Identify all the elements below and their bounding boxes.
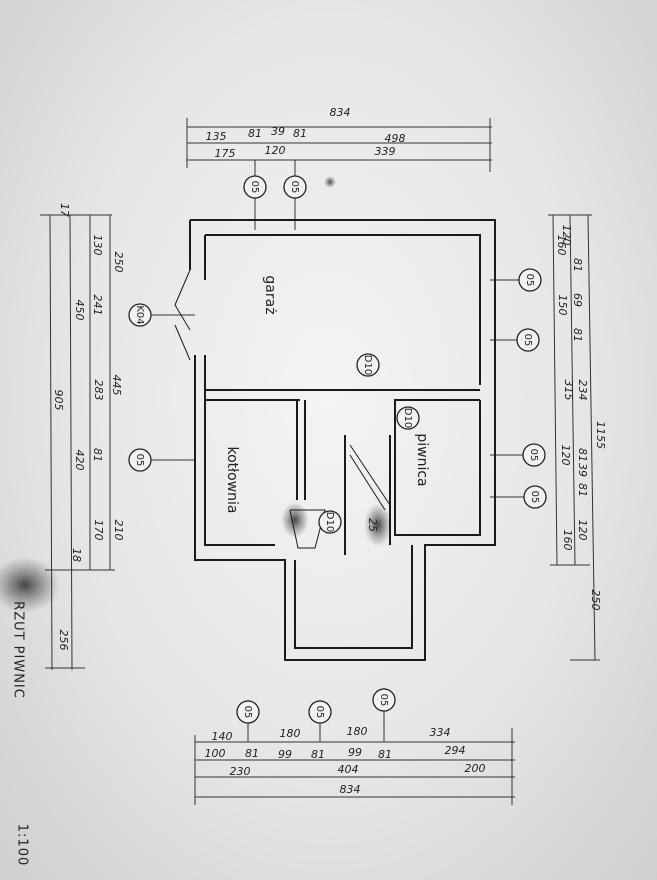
section-marker-label: 05 — [242, 706, 253, 719]
ink-stain — [364, 503, 392, 547]
section-marker-circle — [309, 701, 331, 723]
dimension-right: 120 — [559, 445, 572, 466]
section-marker-label: 05 — [522, 334, 533, 347]
dimension-right: 1155 — [594, 421, 607, 449]
dimension-right: 120 — [576, 520, 589, 541]
dimension-right: 234 — [576, 380, 589, 401]
dimension-right: 69 — [571, 293, 584, 307]
section-marker-label: 05 — [289, 181, 300, 194]
drawing-scale: 1:100 — [15, 824, 30, 866]
section-marker-circle — [524, 486, 546, 508]
dimension-left: 170 — [92, 520, 105, 541]
dimension-right: 315 — [562, 380, 575, 401]
dimension-bottom: 834 — [340, 783, 361, 796]
dimension-top: 120 — [265, 144, 286, 157]
dimension-left: 905 — [52, 390, 65, 411]
dimension-left: 445 — [110, 375, 123, 396]
section-marker-circle — [519, 269, 541, 291]
dimension-bottom: 404 — [338, 763, 359, 776]
dimension-top: 175 — [215, 147, 236, 160]
ink-stain — [0, 557, 60, 613]
section-marker-circle — [373, 689, 395, 711]
dimension-right: 81 — [571, 258, 584, 272]
dimension-bottom: 230 — [230, 765, 251, 778]
dimension-left: 18 — [70, 548, 83, 562]
dimension-bottom: 140 — [212, 730, 233, 743]
dimension-left: 250 — [112, 252, 125, 273]
ink-stain — [281, 502, 309, 538]
section-marker-label: 05 — [249, 181, 260, 194]
section-marker-label: 05 — [378, 694, 389, 707]
section-marker-label: 05 — [528, 449, 539, 462]
ink-stain — [324, 176, 336, 188]
dimension-right: 250 — [589, 590, 602, 611]
dimension-right: 39 — [576, 463, 589, 477]
section-marker-circle — [237, 701, 259, 723]
dimension-top: 498 — [385, 132, 406, 145]
dimension-bottom: 200 — [465, 762, 486, 775]
section-marker-label: D10 — [362, 355, 373, 375]
dimension-top: 81 — [248, 127, 262, 140]
dimension-right: 160 — [555, 235, 568, 256]
dimension-bottom: 334 — [430, 726, 451, 739]
dimension-bottom: 100 — [205, 747, 226, 760]
dimension-left: 81 — [91, 448, 104, 462]
dimension-top: 135 — [206, 130, 227, 143]
section-marker-circle — [523, 444, 545, 466]
section-marker-circle — [357, 354, 379, 376]
dimension-bottom: 294 — [445, 744, 466, 757]
dimension-bottom: 99 — [348, 746, 362, 759]
section-marker-circle — [244, 176, 266, 198]
section-marker-circle — [397, 407, 419, 429]
section-marker-label: D10 — [402, 408, 413, 428]
walls — [175, 220, 495, 660]
dimension-left: 256 — [57, 630, 70, 651]
room-label-cellar: piwnica — [414, 433, 430, 486]
dimension-bottom: 81 — [378, 748, 392, 761]
dimension-bottom: 81 — [245, 747, 259, 760]
section-marker-label: 05 — [314, 706, 325, 719]
dimension-right: 160 — [561, 530, 574, 551]
stairs-step-count: 25 — [366, 518, 379, 532]
section-marker-label: 05 — [529, 491, 540, 504]
dimension-bottom: 81 — [311, 748, 325, 761]
section-marker-label: 05 — [134, 454, 145, 467]
dimension-top: 339 — [375, 145, 396, 158]
dimension-left: 450 — [73, 300, 86, 321]
room-label-boiler-room: kotłownia — [224, 447, 240, 514]
dimension-right: 81 — [571, 328, 584, 342]
dimension-right: 150 — [556, 295, 569, 316]
section-marker-circle — [129, 449, 151, 471]
room-label-garage: garaż — [262, 275, 278, 314]
dimension-lines — [40, 118, 600, 805]
dimension-bottom: 180 — [280, 727, 301, 740]
dimension-left: 210 — [112, 520, 125, 541]
dimension-left: 420 — [73, 450, 86, 471]
dimension-top: 81 — [293, 127, 307, 140]
section-marker-circle — [129, 304, 151, 326]
section-marker-label: D10 — [324, 512, 335, 532]
dimension-right: 81 — [576, 483, 589, 497]
dimension-left: 17 — [58, 203, 71, 217]
section-marker-label: K04 — [134, 305, 145, 324]
drawing-title: RZUT PIWNIC — [11, 601, 26, 699]
dimension-bottom: 180 — [347, 725, 368, 738]
dimension-right: 81 — [576, 448, 589, 462]
dimension-left: 241 — [91, 295, 104, 316]
dimension-top: 39 — [271, 125, 285, 138]
section-marker-circle — [319, 511, 341, 533]
dimension-left: 130 — [91, 235, 104, 256]
dimension-right: 120 — [560, 225, 573, 246]
section-marker-circle — [284, 176, 306, 198]
dimension-top: 834 — [330, 106, 351, 119]
dimension-bottom: 99 — [278, 748, 292, 761]
dimension-left: 283 — [92, 380, 105, 401]
section-marker-circle — [517, 329, 539, 351]
section-marker-label: 05 — [524, 274, 535, 287]
